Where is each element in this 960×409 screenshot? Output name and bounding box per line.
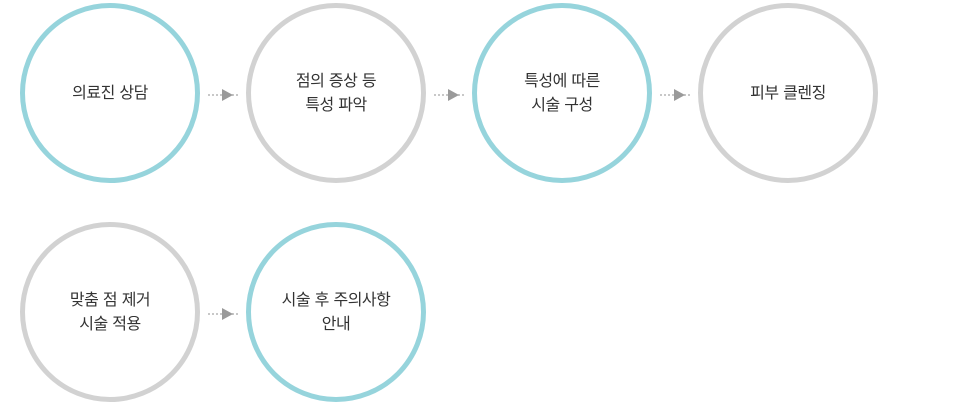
step-label: 의료진 상담 (72, 83, 148, 102)
arrow-right-icon (434, 89, 474, 101)
arrow-right-icon (208, 308, 248, 320)
step-label: 특성에 따른 시술 구성 (524, 71, 600, 114)
step-circle-aftercare-guide: 시술 후 주의사항 안내 (246, 222, 426, 402)
step-label: 맞춤 점 제거 시술 적용 (69, 290, 151, 333)
step-circle-mole-removal: 맞춤 점 제거 시술 적용 (20, 222, 200, 402)
arrow-right-icon (208, 89, 248, 101)
step-circle-identify-features: 점의 증상 등 특성 파악 (246, 3, 426, 183)
step-label: 점의 증상 등 특성 파악 (295, 71, 377, 114)
step-circle-consultation: 의료진 상담 (20, 3, 200, 183)
step-circle-plan-treatment: 특성에 따른 시술 구성 (472, 3, 652, 183)
step-circle-skin-cleansing: 피부 클렌징 (698, 3, 878, 183)
arrow-right-icon (660, 89, 700, 101)
step-label: 시술 후 주의사항 안내 (281, 290, 391, 333)
step-label: 피부 클렌징 (750, 83, 826, 102)
